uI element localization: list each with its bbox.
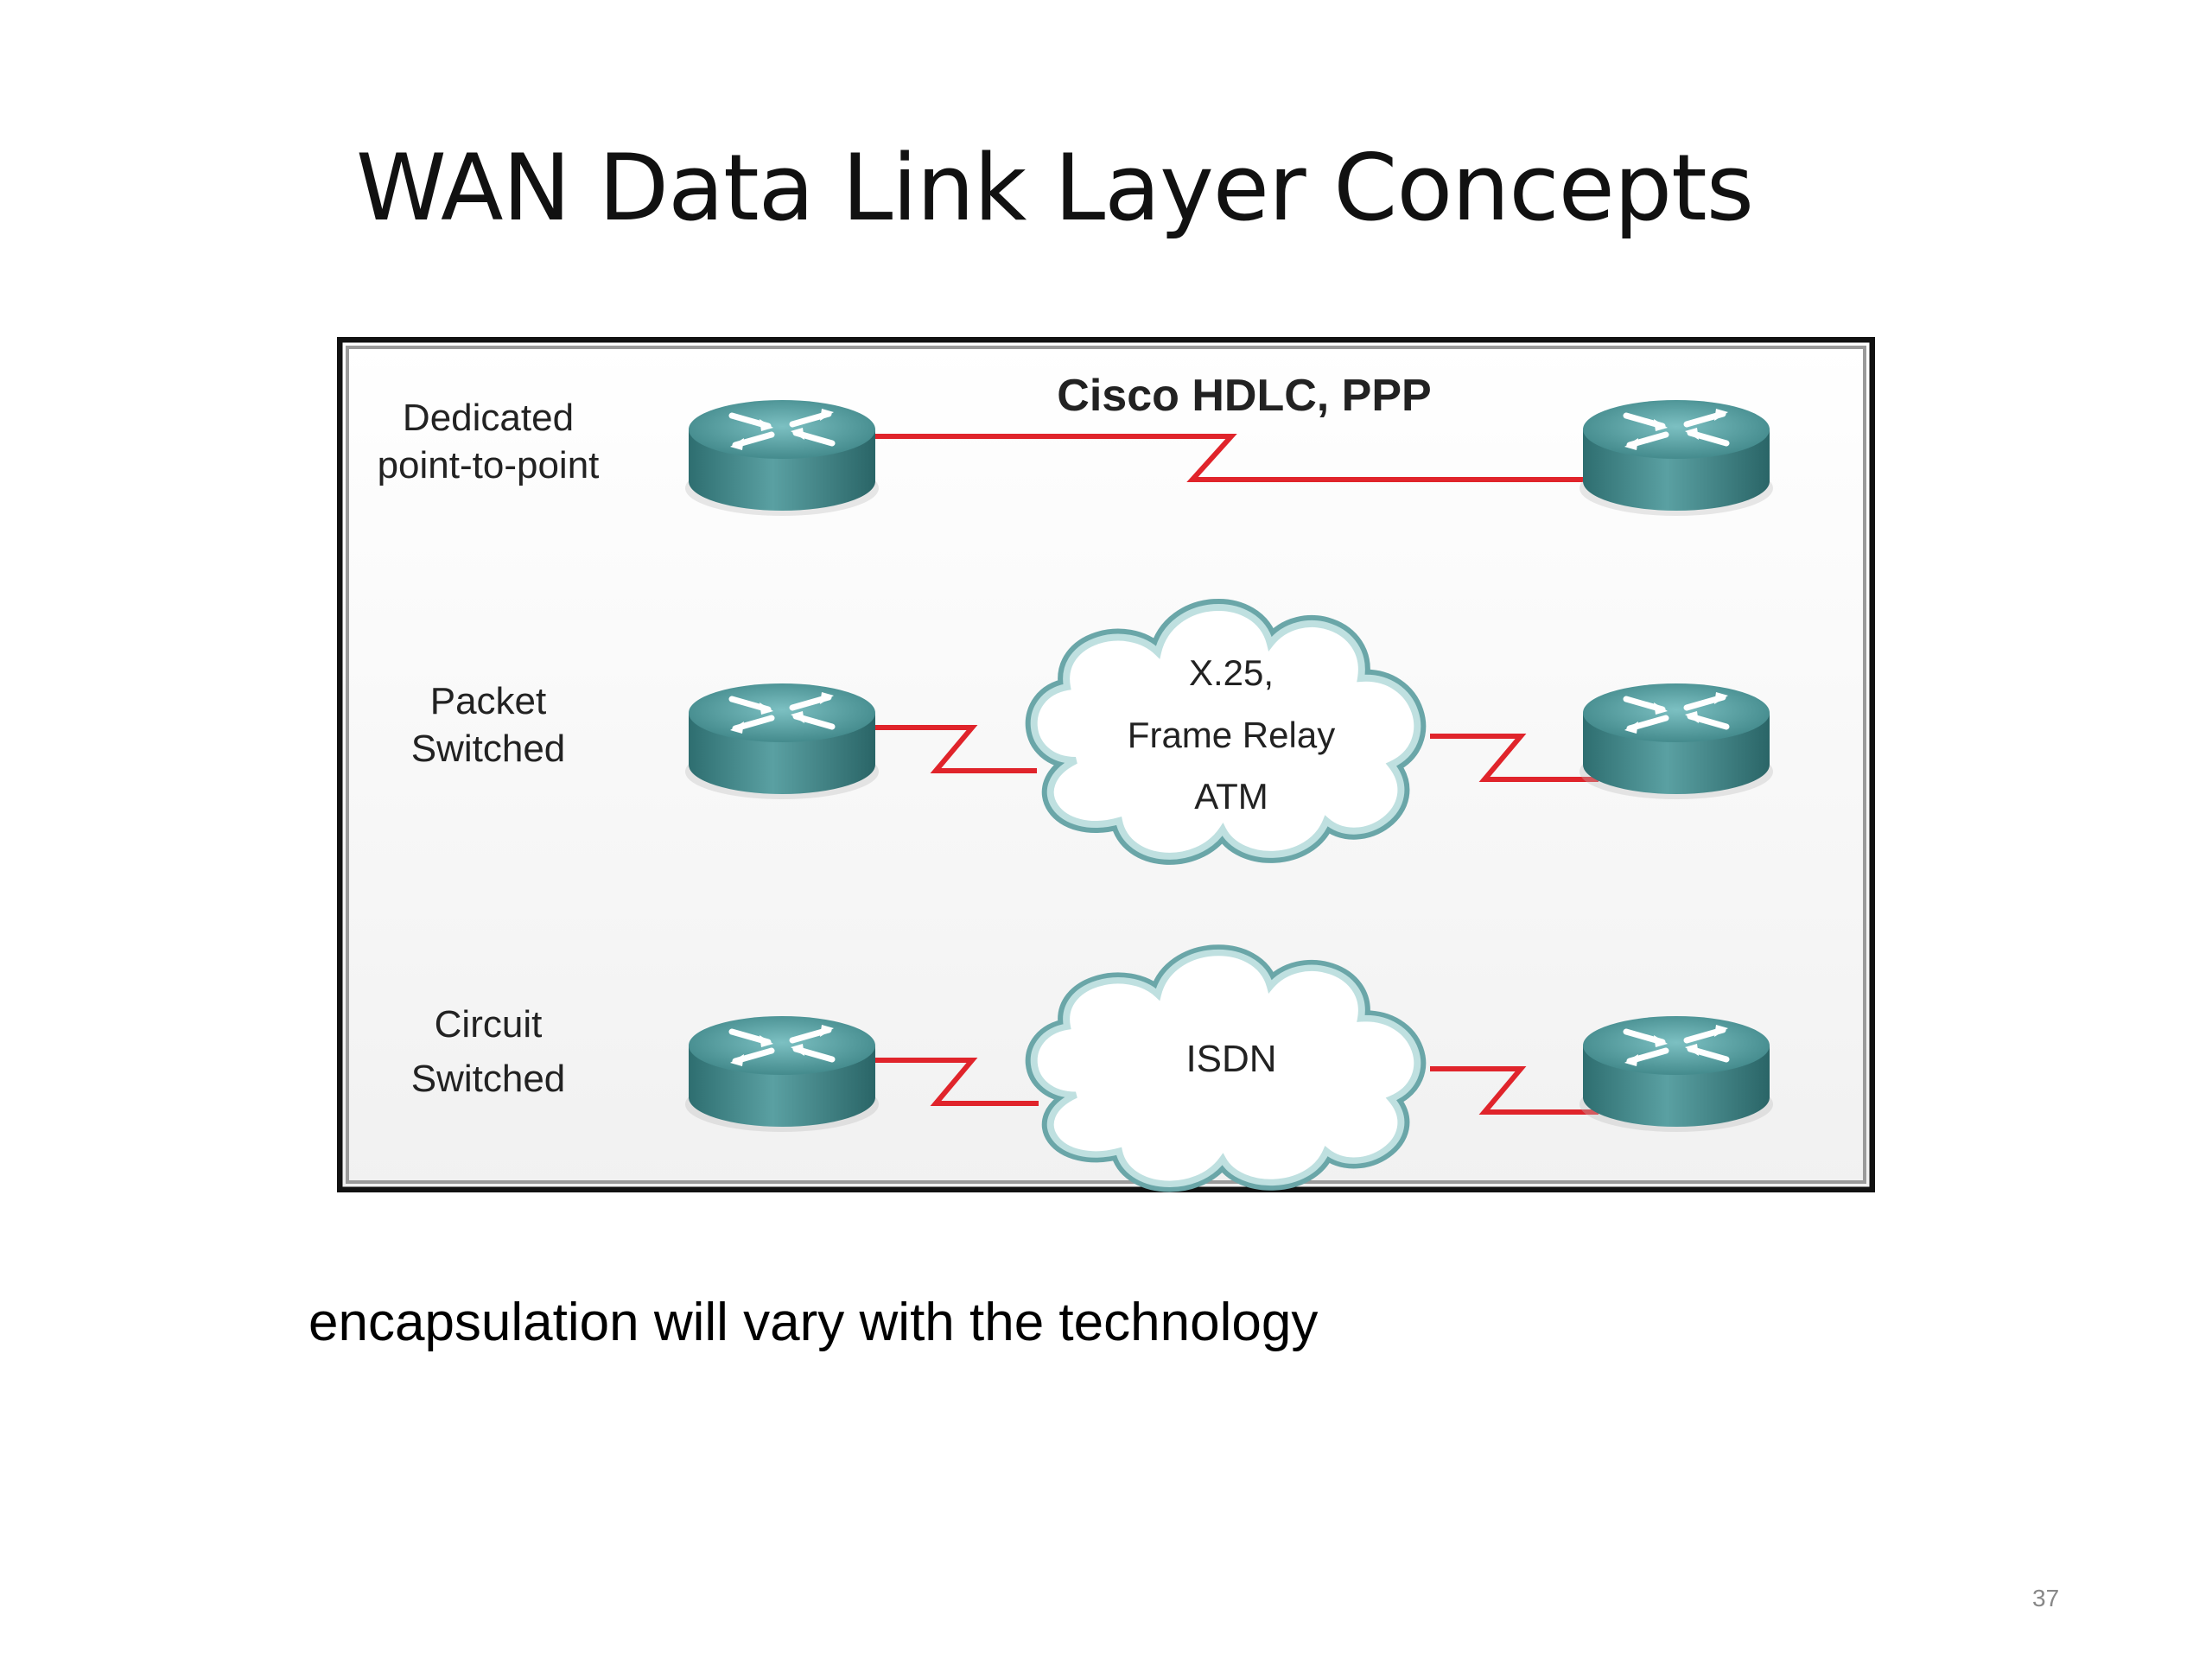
serial-link — [1430, 1066, 1599, 1115]
page-number: 37 — [2032, 1585, 2060, 1611]
row-label-line1: Dedicated — [403, 397, 574, 439]
page-title: WAN Data Link Layer Concepts — [356, 135, 1754, 241]
row-label-line1: Circuit — [435, 1003, 543, 1046]
row-label-line2: Switched — [411, 728, 566, 770]
row-label-line2: Switched — [411, 1058, 566, 1100]
technology-label: ISDN — [1185, 1038, 1276, 1080]
slide-caption: encapsulation will vary with the technol… — [308, 1293, 1319, 1352]
serial-link — [873, 434, 1599, 482]
router-icon — [685, 400, 879, 516]
router-icon — [685, 683, 879, 799]
row-packet-switched: Packet Switched X.25, Frame Relay ATM — [411, 607, 1773, 856]
technology-label: Cisco HDLC, PPP — [1057, 371, 1431, 421]
row-dedicated: Dedicated point-to-point Cisco HDLC, PPP — [378, 371, 1773, 516]
row-label-line1: Packet — [430, 680, 547, 722]
router-icon — [1580, 683, 1773, 799]
router-icon — [1580, 1016, 1773, 1132]
serial-link — [873, 1058, 1039, 1106]
wan-diagram: Dedicated point-to-point Cisco HDLC, PPP… — [337, 337, 1875, 1192]
router-icon — [1580, 400, 1773, 516]
serial-link — [1430, 734, 1599, 782]
technology-label: ATM — [1194, 776, 1268, 817]
technology-label: Frame Relay — [1128, 715, 1335, 755]
serial-link — [873, 725, 1037, 773]
row-circuit-switched: Circuit Switched ISDN — [411, 953, 1773, 1185]
row-label-line2: point-to-point — [378, 444, 600, 486]
router-icon — [685, 1016, 879, 1132]
technology-label: X.25, — [1189, 652, 1274, 693]
